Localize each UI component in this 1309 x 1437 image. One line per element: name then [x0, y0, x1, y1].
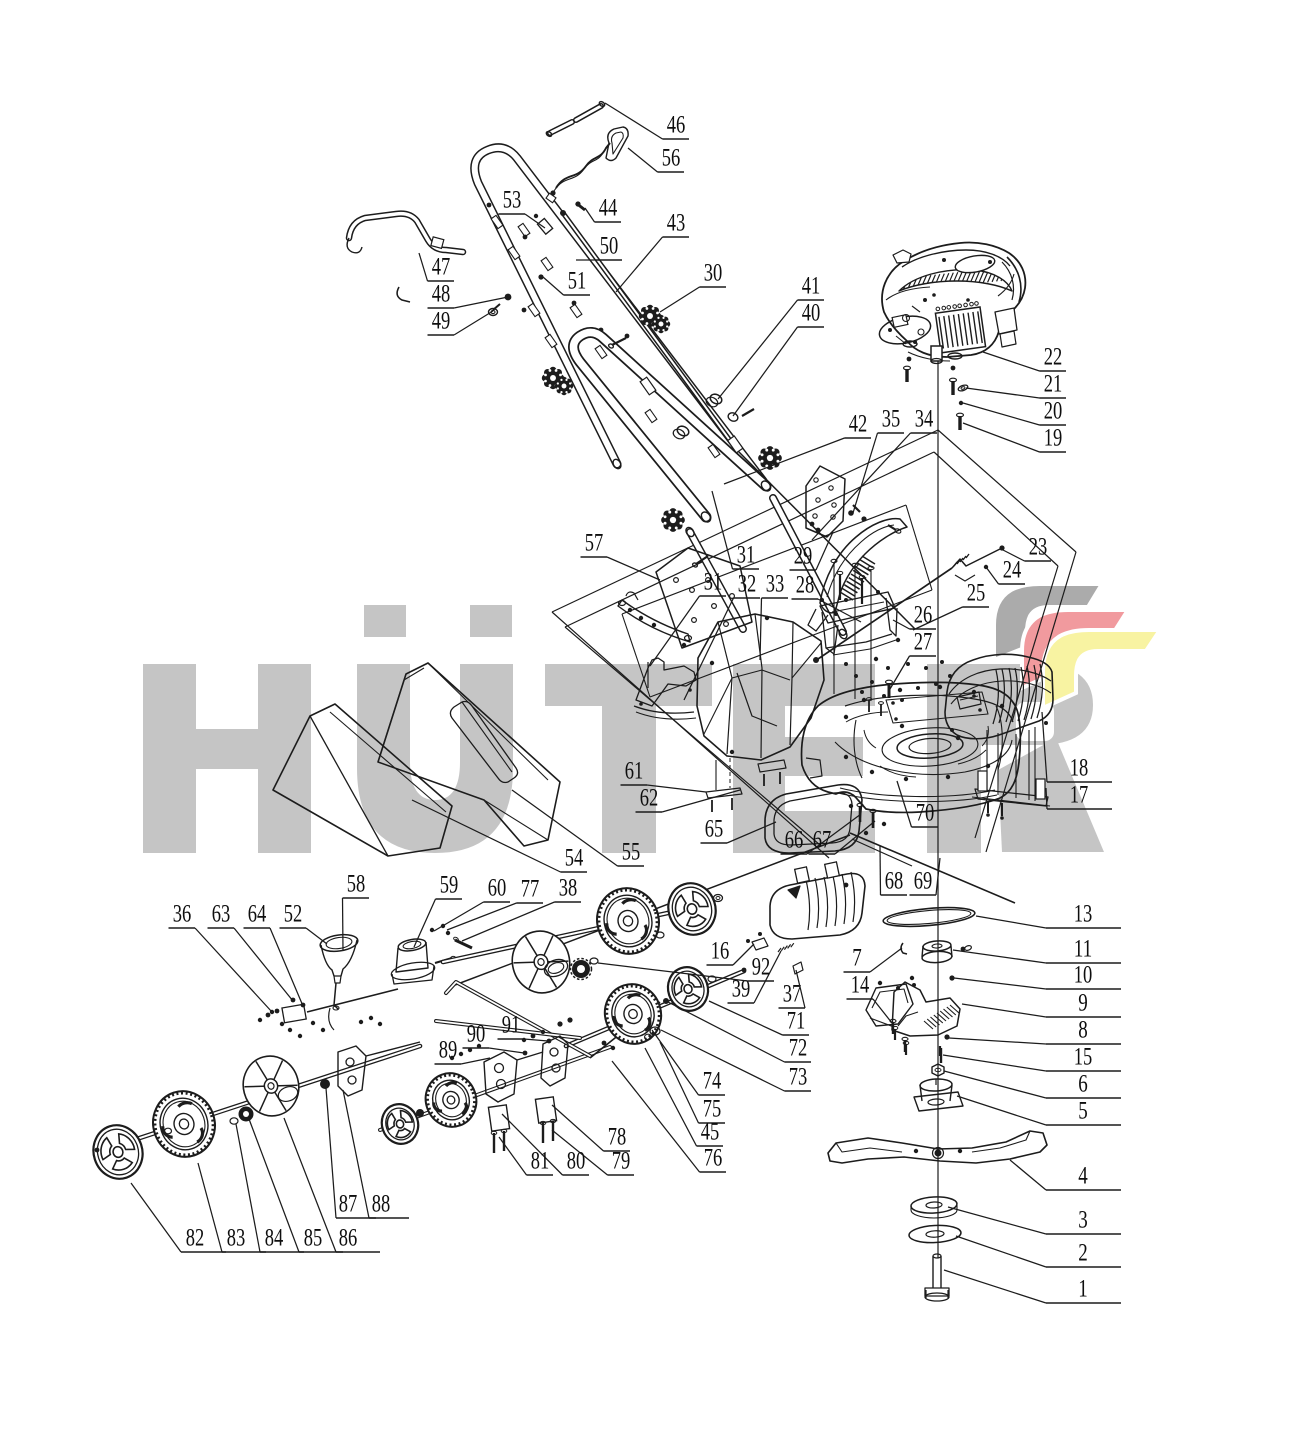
- svg-text:28: 28: [796, 570, 815, 599]
- svg-text:55: 55: [622, 837, 641, 866]
- svg-text:26: 26: [914, 600, 933, 629]
- svg-text:13: 13: [1074, 899, 1093, 928]
- svg-text:19: 19: [1044, 423, 1063, 452]
- svg-text:62: 62: [640, 783, 659, 812]
- svg-text:78: 78: [608, 1122, 627, 1151]
- svg-text:82: 82: [186, 1223, 205, 1252]
- svg-text:53: 53: [503, 185, 522, 214]
- svg-text:33: 33: [766, 569, 785, 598]
- svg-text:25: 25: [967, 578, 986, 607]
- svg-text:10: 10: [1074, 960, 1093, 989]
- svg-text:60: 60: [488, 873, 507, 902]
- svg-text:88: 88: [372, 1189, 391, 1218]
- svg-text:21: 21: [1044, 369, 1063, 398]
- svg-text:76: 76: [704, 1143, 723, 1172]
- svg-text:84: 84: [265, 1223, 284, 1252]
- svg-text:4: 4: [1078, 1161, 1088, 1190]
- svg-text:71: 71: [787, 1006, 806, 1035]
- svg-text:44: 44: [599, 193, 618, 222]
- svg-text:45: 45: [701, 1117, 720, 1146]
- svg-text:7: 7: [852, 943, 862, 972]
- svg-text:77: 77: [521, 874, 540, 903]
- svg-text:23: 23: [1029, 532, 1048, 561]
- svg-text:83: 83: [227, 1223, 246, 1252]
- svg-text:39: 39: [732, 974, 751, 1003]
- svg-text:68: 68: [885, 866, 904, 895]
- svg-text:3: 3: [1078, 1205, 1088, 1234]
- svg-text:46: 46: [667, 110, 686, 139]
- svg-text:89: 89: [439, 1035, 458, 1064]
- svg-text:37: 37: [783, 979, 802, 1008]
- svg-text:31: 31: [737, 540, 756, 569]
- svg-text:43: 43: [667, 208, 686, 237]
- svg-text:16: 16: [711, 936, 730, 965]
- svg-text:57: 57: [585, 528, 604, 557]
- svg-text:36: 36: [173, 899, 192, 928]
- svg-text:66: 66: [785, 825, 804, 854]
- svg-text:6: 6: [1078, 1069, 1088, 1098]
- svg-text:59: 59: [440, 870, 459, 899]
- svg-text:1: 1: [1078, 1274, 1088, 1303]
- svg-text:41: 41: [802, 271, 821, 300]
- svg-text:18: 18: [1070, 753, 1089, 782]
- svg-text:80: 80: [567, 1146, 586, 1175]
- svg-text:49: 49: [432, 306, 451, 335]
- svg-text:29: 29: [794, 541, 813, 570]
- svg-text:86: 86: [339, 1223, 358, 1252]
- svg-text:5: 5: [1078, 1096, 1088, 1125]
- svg-text:2: 2: [1078, 1238, 1088, 1267]
- svg-text:30: 30: [704, 258, 723, 287]
- svg-text:52: 52: [284, 899, 303, 928]
- svg-text:24: 24: [1003, 555, 1022, 584]
- svg-text:40: 40: [802, 298, 821, 327]
- svg-text:38: 38: [559, 873, 578, 902]
- svg-text:8: 8: [1078, 1015, 1088, 1044]
- svg-text:48: 48: [432, 279, 451, 308]
- svg-text:69: 69: [914, 866, 933, 895]
- svg-text:85: 85: [304, 1223, 323, 1252]
- svg-text:27: 27: [914, 627, 933, 656]
- svg-text:65: 65: [705, 814, 724, 843]
- svg-text:50: 50: [600, 231, 619, 260]
- svg-text:73: 73: [789, 1062, 808, 1091]
- svg-text:35: 35: [882, 404, 901, 433]
- svg-text:58: 58: [347, 869, 366, 898]
- svg-text:74: 74: [703, 1066, 722, 1095]
- svg-text:92: 92: [752, 952, 771, 981]
- svg-text:20: 20: [1044, 396, 1063, 425]
- svg-text:87: 87: [339, 1189, 358, 1218]
- svg-text:9: 9: [1078, 988, 1088, 1017]
- svg-text:47: 47: [432, 252, 451, 281]
- svg-text:64: 64: [248, 899, 267, 928]
- svg-text:75: 75: [703, 1094, 722, 1123]
- svg-text:67: 67: [813, 825, 832, 854]
- svg-text:54: 54: [565, 843, 584, 872]
- svg-text:90: 90: [467, 1019, 486, 1048]
- svg-text:42: 42: [849, 409, 868, 438]
- svg-text:17: 17: [1070, 780, 1089, 809]
- svg-text:56: 56: [662, 143, 681, 172]
- svg-text:91: 91: [502, 1010, 521, 1039]
- svg-text:72: 72: [789, 1033, 808, 1062]
- svg-text:15: 15: [1074, 1042, 1093, 1071]
- svg-text:31: 31: [704, 567, 723, 596]
- svg-text:70: 70: [916, 798, 935, 827]
- svg-text:32: 32: [738, 569, 757, 598]
- svg-text:81: 81: [531, 1146, 550, 1175]
- svg-text:34: 34: [915, 404, 934, 433]
- svg-text:22: 22: [1044, 342, 1063, 371]
- svg-text:61: 61: [625, 756, 644, 785]
- svg-text:79: 79: [612, 1146, 631, 1175]
- svg-text:11: 11: [1074, 934, 1093, 963]
- svg-text:14: 14: [851, 970, 870, 999]
- svg-text:51: 51: [568, 266, 587, 295]
- svg-text:63: 63: [212, 899, 231, 928]
